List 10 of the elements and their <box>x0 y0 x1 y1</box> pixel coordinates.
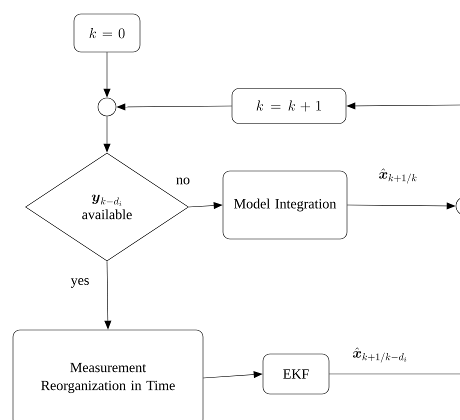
process-box: Model Integration <box>222 170 348 240</box>
process-box: EKF <box>262 354 330 394</box>
process-box: $k = k + 1$ <box>232 88 346 124</box>
edge-label: no <box>175 176 191 186</box>
process-box: Measurement Reorganization in Time <box>12 330 204 420</box>
edge-label: yes <box>70 277 90 289</box>
start-box: $k = 0$ <box>74 14 140 52</box>
edge-label: $\hat{\boldsymbol{x}}_{k+1/k-d_i}$ <box>351 346 409 364</box>
junction-circle <box>98 98 116 116</box>
edge-label: $\hat{\boldsymbol{x}}_{k+1/k}$ <box>378 167 418 185</box>
